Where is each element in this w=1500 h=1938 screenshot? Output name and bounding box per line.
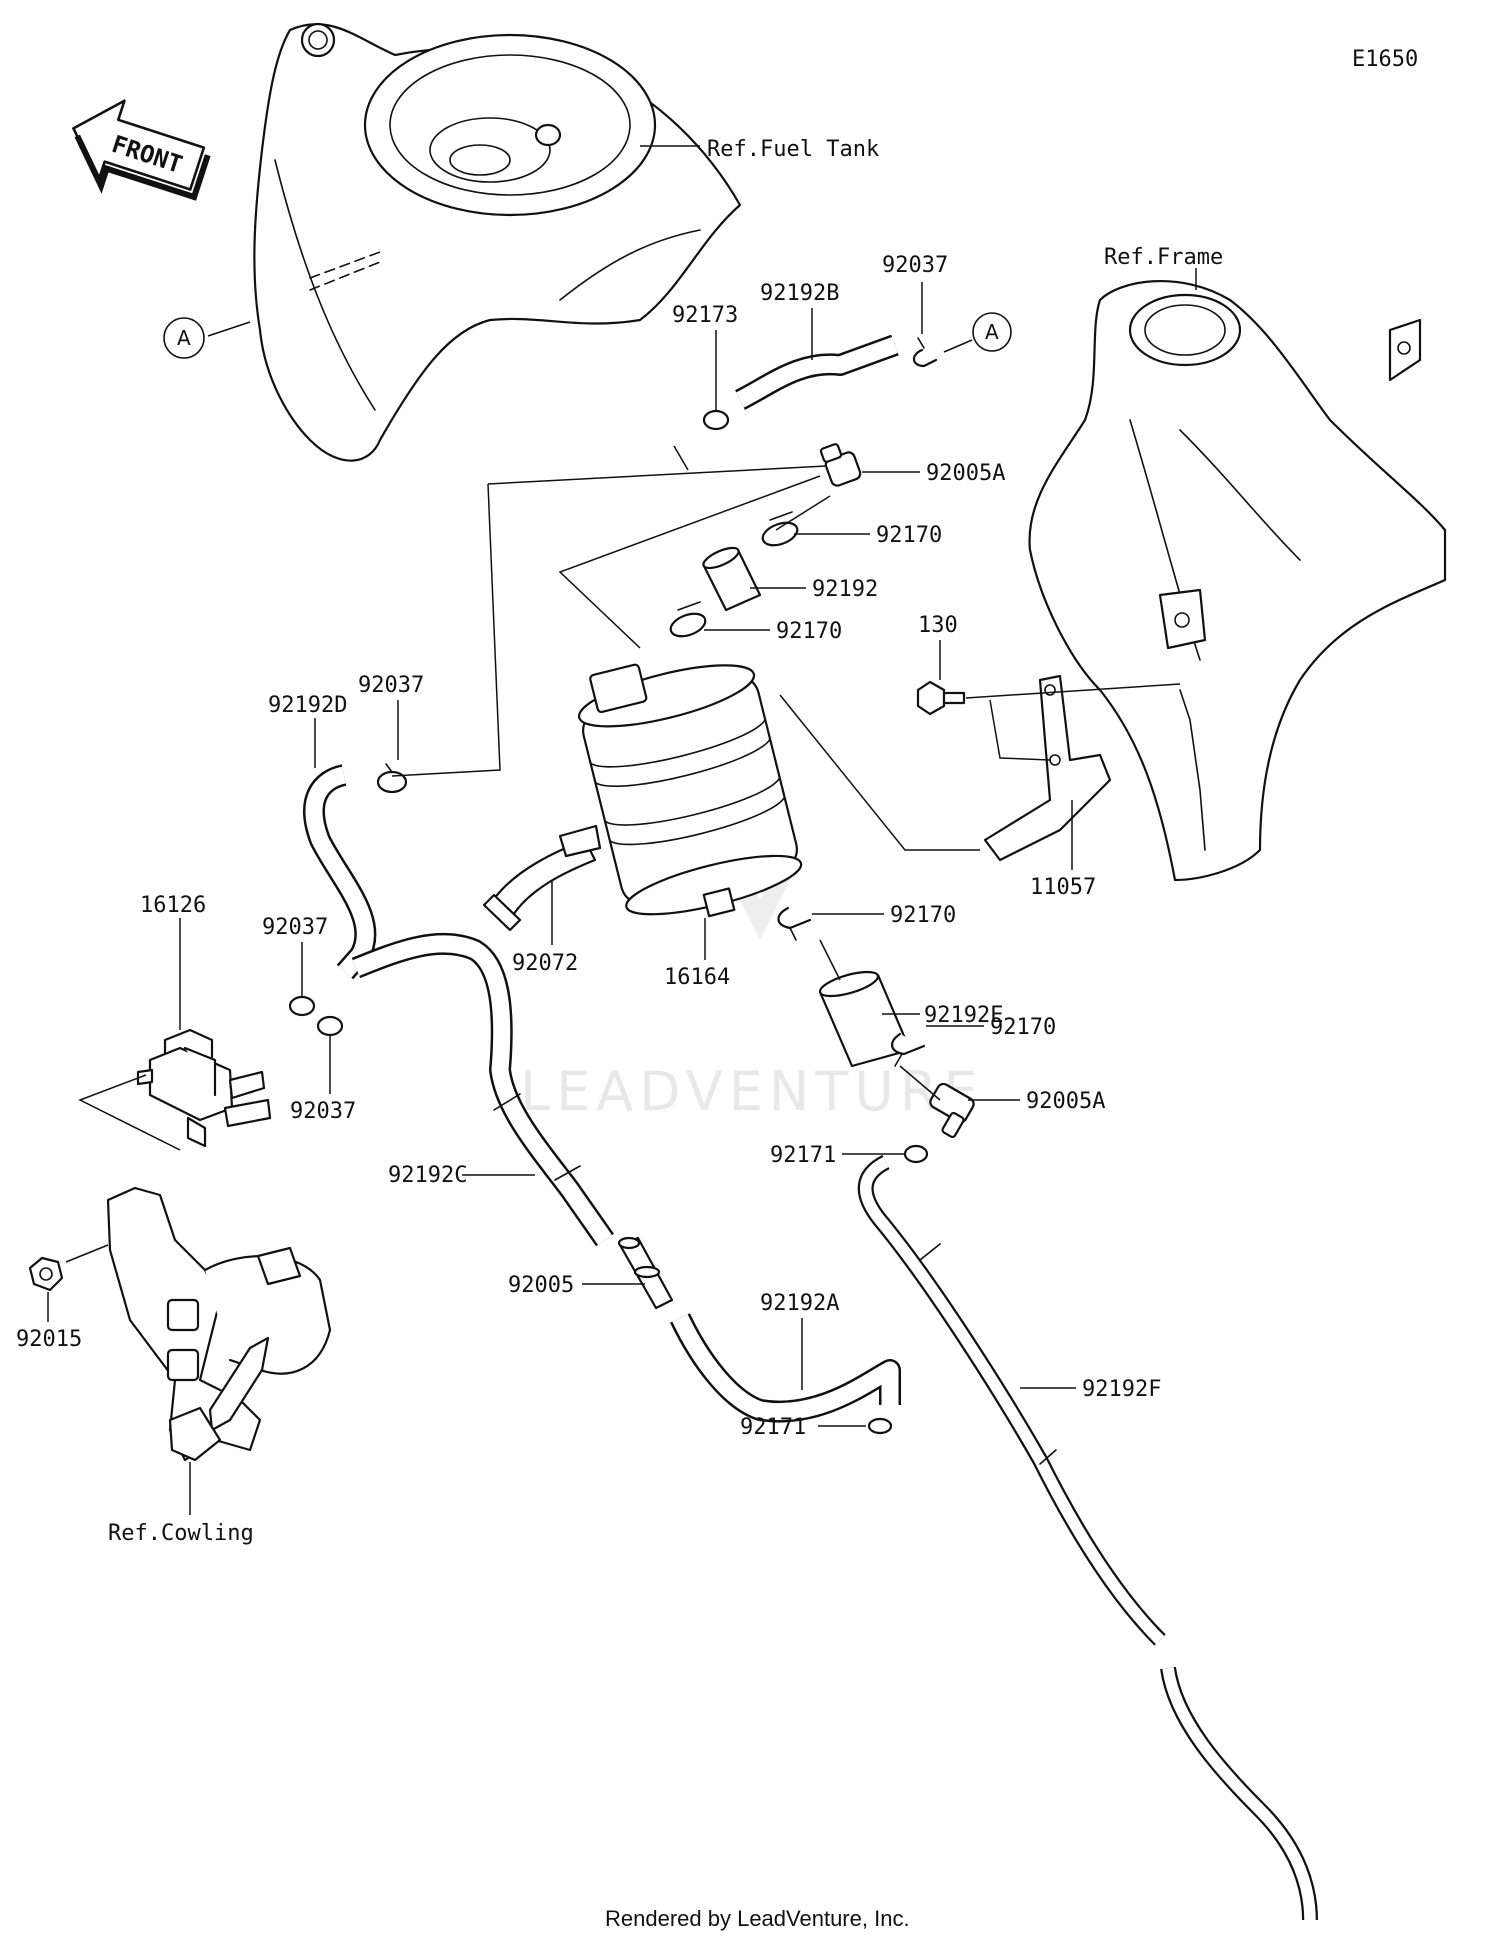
label-ref-frame: Ref.Frame [1104, 245, 1223, 270]
hose-92192C [351, 932, 615, 1247]
ref-marker-a-left: A [163, 317, 205, 359]
label-92015: 92015 [16, 1327, 82, 1352]
hose-92192D [303, 764, 377, 980]
hose-92192B [734, 334, 899, 410]
bracket-11057 [983, 674, 1112, 862]
assembly-line-92173 [673, 445, 689, 471]
assembly-line-canister [558, 475, 821, 649]
label-92170-a: 92170 [876, 523, 942, 548]
leader-130-frame [965, 683, 1181, 699]
clamp-92170-c [777, 906, 812, 941]
clamp-92037-top [912, 337, 938, 368]
leader-a-left [207, 321, 251, 337]
label-ref-cowling: Ref.Cowling [108, 1521, 254, 1546]
label-92192B: 92192B [760, 281, 839, 306]
hose-92192A [670, 1313, 901, 1423]
label-16164: 16164 [664, 965, 730, 990]
joint-92005 [617, 1236, 674, 1310]
label-92192D: 92192D [268, 693, 347, 718]
nut-92015 [28, 1256, 64, 1292]
clip-92171-bottom [867, 1417, 893, 1435]
label-92005A-top: 92005A [926, 461, 1005, 486]
assembly-line-bracket [779, 694, 980, 851]
hose-92192 [702, 546, 762, 612]
label-11057: 11057 [1030, 875, 1096, 900]
frame [1028, 279, 1447, 882]
label-92192A: 92192A [760, 1291, 839, 1316]
label-92192E: 92192E [924, 1003, 1003, 1028]
bolt-130 [916, 680, 966, 716]
assembly-line-valve [78, 1074, 181, 1151]
label-92173: 92173 [672, 303, 738, 328]
label-ref-fuel-tank: Ref.Fuel Tank [707, 137, 879, 162]
front-arrow-icon: FRONT [72, 99, 211, 201]
svg-text:A: A [177, 326, 191, 350]
watermark: LEADVENTURE [520, 860, 983, 1123]
clamp-92037-c [288, 995, 316, 1017]
label-92170-c: 92170 [890, 903, 956, 928]
assembly-line-clamp-a [775, 495, 831, 531]
valve-16126 [136, 1028, 272, 1148]
label-92072: 92072 [512, 951, 578, 976]
clamp-92037-d [316, 1015, 344, 1037]
label-92037-c: 92037 [262, 915, 328, 940]
hose-92192F [857, 1154, 1318, 1921]
clamp-92170-d [891, 1032, 926, 1067]
assembly-line-top [487, 465, 827, 485]
leader-92015-bracket [65, 1244, 109, 1263]
fuel-tank [253, 22, 742, 462]
clamp-92037-mid [376, 763, 408, 794]
label-92037-top: 92037 [882, 253, 948, 278]
diagram-code: E1650 [1352, 47, 1418, 72]
clip-92173 [702, 409, 730, 431]
svg-text:A: A [985, 320, 999, 344]
label-92170-b: 92170 [776, 619, 842, 644]
label-92005: 92005 [508, 1273, 574, 1298]
cowling-bracket [106, 1186, 332, 1462]
label-130: 130 [918, 613, 958, 638]
label-92037-d: 92037 [290, 1099, 356, 1124]
clamp-92170-a [761, 511, 799, 547]
label-92171-b: 92171 [740, 1415, 806, 1440]
leader-130-bracket [989, 699, 1051, 761]
assembly-line-e [819, 939, 941, 1101]
clamp-92170-b [669, 601, 707, 638]
label-92192F: 92192F [1082, 1377, 1161, 1402]
strap-92072 [482, 824, 602, 932]
label-92005A-bot: 92005A [1026, 1089, 1105, 1114]
watermark-text: LEADVENTURE [520, 1060, 983, 1123]
canister-16164 [577, 663, 803, 918]
joint-92005A-top [819, 443, 862, 487]
ref-marker-a-right: A [972, 312, 1012, 352]
footer-credit: Rendered by LeadVenture, Inc. [605, 1906, 910, 1931]
label-92171-a: 92171 [770, 1143, 836, 1168]
clip-92171-upper [903, 1144, 929, 1164]
leader-a-right [943, 339, 973, 353]
assembly-line-left [391, 483, 501, 777]
label-92170-d: 92170 [990, 1015, 1056, 1040]
joint-92005A-bottom [929, 1082, 975, 1139]
label-16126: 16126 [140, 893, 206, 918]
label-92037-mid: 92037 [358, 673, 424, 698]
label-92192: 92192 [812, 577, 878, 602]
label-92192C: 92192C [388, 1163, 467, 1188]
